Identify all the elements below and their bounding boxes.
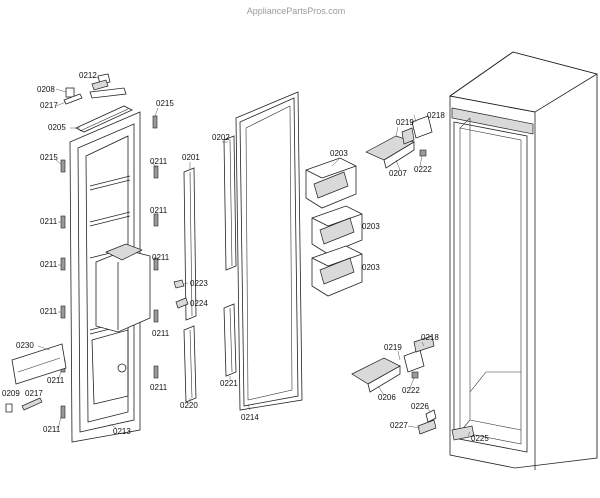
part-label-0207: 0207 — [389, 169, 407, 178]
part-label-0211: 0211 — [150, 157, 168, 166]
part-label-0203: 0203 — [330, 149, 348, 158]
part-label-0225: 0225 — [471, 434, 489, 443]
door-bin-middle — [311, 205, 363, 255]
door-bin-top — [305, 157, 357, 209]
part-label-0221: 0221 — [220, 379, 238, 388]
part-label-0203: 0203 — [362, 263, 380, 272]
part-label-0211: 0211 — [152, 253, 170, 262]
part-label-0209: 0209 — [2, 389, 20, 398]
door-bin-bottom — [311, 245, 363, 297]
door-assembly — [63, 73, 151, 443]
part-label-0211: 0211 — [40, 217, 58, 226]
part-label-0208: 0208 — [37, 85, 55, 94]
upper-hinge-group — [365, 115, 433, 169]
part-label-0215: 0215 — [40, 153, 58, 162]
door-clips — [5, 115, 159, 419]
part-label-0227: 0227 — [390, 421, 408, 430]
part-label-0205: 0205 — [48, 123, 66, 132]
part-label-0215: 0215 — [156, 99, 174, 108]
part-label-0201: 0201 — [182, 153, 200, 162]
part-label-0211: 0211 — [40, 260, 58, 269]
part-label-0217: 0217 — [25, 389, 43, 398]
part-label-0222: 0222 — [402, 386, 420, 395]
part-label-0224: 0224 — [190, 299, 208, 308]
part-label-0223: 0223 — [190, 279, 208, 288]
part-label-0206: 0206 — [378, 393, 396, 402]
part-label-0203: 0203 — [362, 222, 380, 231]
part-label-0211: 0211 — [47, 376, 65, 385]
part-label-0220: 0220 — [180, 401, 198, 410]
part-label-0218: 0218 — [427, 111, 445, 120]
watermark-text: AppliancePartsPros.com — [247, 6, 346, 16]
part-label-0217: 0217 — [40, 101, 58, 110]
part-label-0211: 0211 — [40, 307, 58, 316]
part-label-0211: 0211 — [150, 206, 168, 215]
part-label-0211: 0211 — [43, 425, 61, 434]
part-label-0211: 0211 — [150, 383, 168, 392]
part-label-0222: 0222 — [414, 165, 432, 174]
cabinet-body — [448, 51, 599, 470]
part-label-0219: 0219 — [396, 118, 414, 127]
part-label-0212: 0212 — [79, 71, 97, 80]
door-bins — [305, 157, 363, 297]
part-label-0226: 0226 — [411, 402, 429, 411]
leader-lines — [37, 76, 471, 437]
part-label-0211: 0211 — [152, 329, 170, 338]
lower-hinge-group — [351, 335, 475, 441]
part-labels: 0208 0212 0217 0205 0215 0215 0211 0211 … — [2, 71, 489, 443]
part-label-0218: 0218 — [421, 333, 439, 342]
part-label-0214: 0214 — [241, 413, 259, 422]
part-label-0219: 0219 — [384, 343, 402, 352]
part-label-0202: 0202 — [212, 133, 230, 142]
part-label-0230: 0230 — [16, 341, 34, 350]
door-strips — [173, 135, 237, 403]
door-gasket — [235, 91, 303, 411]
part-label-0213: 0213 — [113, 427, 131, 436]
